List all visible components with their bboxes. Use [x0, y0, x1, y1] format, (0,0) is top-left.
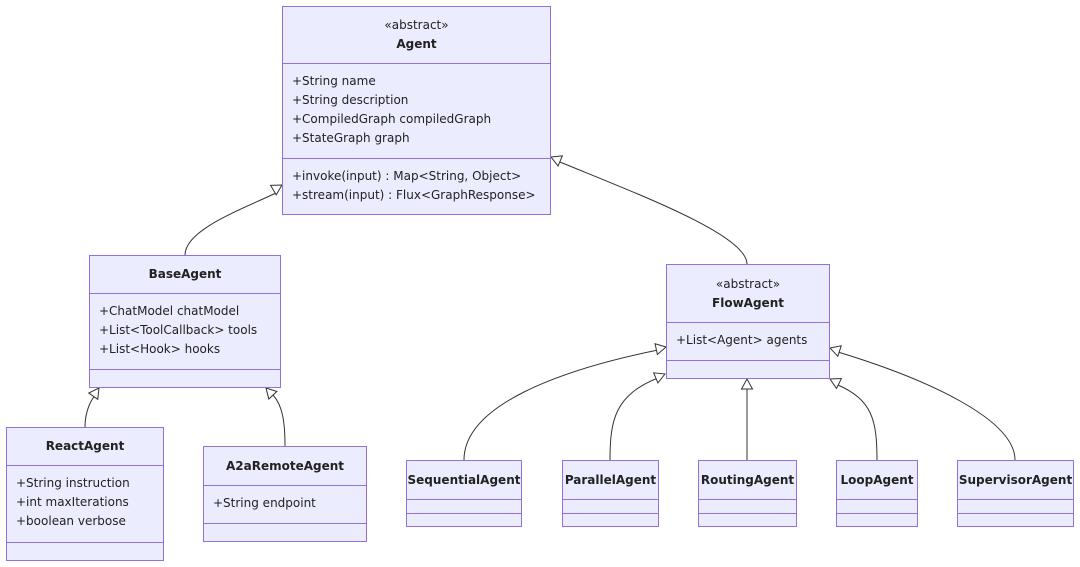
attribute: +List<Agent> agents: [676, 333, 808, 347]
class-routing-agent[interactable]: RoutingAgent: [698, 460, 797, 527]
class-name: Agent: [396, 37, 437, 51]
class-attributes: +String instruction +int maxIterations +…: [7, 466, 163, 543]
method: +invoke(input) : Map<String, Object>: [292, 169, 522, 183]
class-flow-agent[interactable]: «abstract» FlowAgent +List<Agent> agents: [666, 264, 830, 379]
class-header: SupervisorAgent: [958, 461, 1073, 500]
class-name: SequentialAgent: [407, 472, 521, 487]
edge-line: [837, 384, 878, 461]
inheritance-arrowhead: [269, 184, 283, 196]
inheritance-arrowhead: [652, 372, 666, 384]
inheritance-arrowhead: [829, 345, 842, 358]
inheritance-arrowhead: [654, 343, 668, 356]
edge-flowagent-to-agent: [550, 155, 748, 265]
class-header: ParallelAgent: [563, 461, 658, 500]
class-header: A2aRemoteAgent: [204, 447, 366, 486]
edge-line: [184, 192, 277, 256]
edge-line: [559, 161, 748, 265]
class-name: ReactAgent: [45, 439, 125, 453]
class-attributes: +String endpoint: [204, 486, 366, 524]
edge-line: [463, 349, 659, 461]
attribute: +int maxIterations: [16, 495, 129, 509]
edge-loop-to-flowagent: [829, 378, 878, 461]
class-supervisor-agent[interactable]: SupervisorAgent: [957, 460, 1074, 527]
attribute: +String endpoint: [213, 496, 316, 510]
attribute: +StateGraph graph: [292, 131, 410, 145]
method: +stream(input) : Flux<GraphResponse>: [292, 188, 536, 202]
class-stereotype: «abstract»: [384, 18, 449, 32]
class-loop-agent[interactable]: LoopAgent: [836, 460, 918, 527]
class-attributes: +List<Agent> agents: [667, 323, 829, 361]
class-header: SequentialAgent: [407, 461, 521, 500]
class-attributes: [699, 500, 796, 514]
class-attributes: +String name +String description +Compil…: [283, 64, 550, 159]
edge-parallel-to-flowagent: [609, 372, 666, 461]
class-header: «abstract» FlowAgent: [667, 265, 829, 323]
class-name: RoutingAgent: [700, 472, 795, 487]
class-attributes: +ChatModel chatModel +List<ToolCallback>…: [90, 294, 280, 370]
class-attributes: [407, 500, 521, 514]
class-header: ReactAgent: [7, 428, 163, 466]
class-sequential-agent[interactable]: SequentialAgent: [406, 460, 522, 527]
edge-routing-to-flowagent: [740, 377, 754, 460]
class-name: LoopAgent: [840, 472, 914, 487]
attribute: +String description: [292, 93, 409, 107]
class-header: «abstract» Agent: [283, 7, 550, 64]
class-methods: +invoke(input) : Map<String, Object> +st…: [283, 159, 550, 205]
attribute: +List<ToolCallback> tools: [99, 323, 258, 337]
class-a2a-remote-agent[interactable]: A2aRemoteAgent +String endpoint: [203, 446, 367, 542]
attribute: +ChatModel chatModel: [99, 304, 240, 318]
class-methods: [204, 524, 366, 532]
class-attributes: [563, 500, 658, 514]
class-stereotype: «abstract»: [715, 276, 781, 291]
class-name: SupervisorAgent: [958, 472, 1073, 487]
attribute: +String name: [292, 74, 376, 88]
inheritance-arrowhead: [265, 387, 278, 400]
edge-line: [837, 351, 1016, 461]
class-attributes: [837, 500, 917, 514]
class-methods: [90, 370, 280, 378]
inheritance-arrowhead: [740, 377, 754, 390]
edge-line: [272, 394, 286, 447]
class-agent[interactable]: «abstract» Agent +String name +String de…: [282, 6, 551, 215]
inheritance-arrowhead: [550, 155, 564, 167]
edge-line: [84, 394, 97, 428]
class-header: LoopAgent: [837, 461, 917, 500]
class-header: RoutingAgent: [699, 461, 796, 500]
class-methods: [667, 361, 829, 369]
edge-sequential-to-flowagent: [463, 343, 668, 461]
class-name: FlowAgent: [712, 295, 784, 310]
class-name: A2aRemoteAgent: [225, 458, 345, 473]
class-attributes: [958, 500, 1073, 514]
class-base-agent[interactable]: BaseAgent +ChatModel chatModel +List<Too…: [89, 255, 281, 388]
class-react-agent[interactable]: ReactAgent +String instruction +int maxI…: [6, 427, 164, 561]
attribute: +boolean verbose: [16, 514, 126, 528]
attribute: +List<Hook> hooks: [99, 342, 221, 356]
class-methods: [7, 543, 163, 551]
edge-line: [609, 377, 659, 461]
edge-baseagent-to-agent: [184, 184, 283, 256]
class-header: BaseAgent: [90, 256, 280, 294]
edge-reactagent-to-baseagent: [84, 387, 100, 428]
inheritance-arrowhead: [87, 387, 100, 401]
class-name: ParallelAgent: [564, 472, 657, 487]
class-parallel-agent[interactable]: ParallelAgent: [562, 460, 659, 527]
class-name: BaseAgent: [148, 267, 222, 281]
edge-supervisor-to-flowagent: [829, 345, 1016, 461]
attribute: +String instruction: [16, 476, 130, 490]
edge-a2a-to-baseagent: [265, 387, 286, 447]
attribute: +CompiledGraph compiledGraph: [292, 112, 492, 126]
inheritance-arrowhead: [829, 378, 843, 390]
